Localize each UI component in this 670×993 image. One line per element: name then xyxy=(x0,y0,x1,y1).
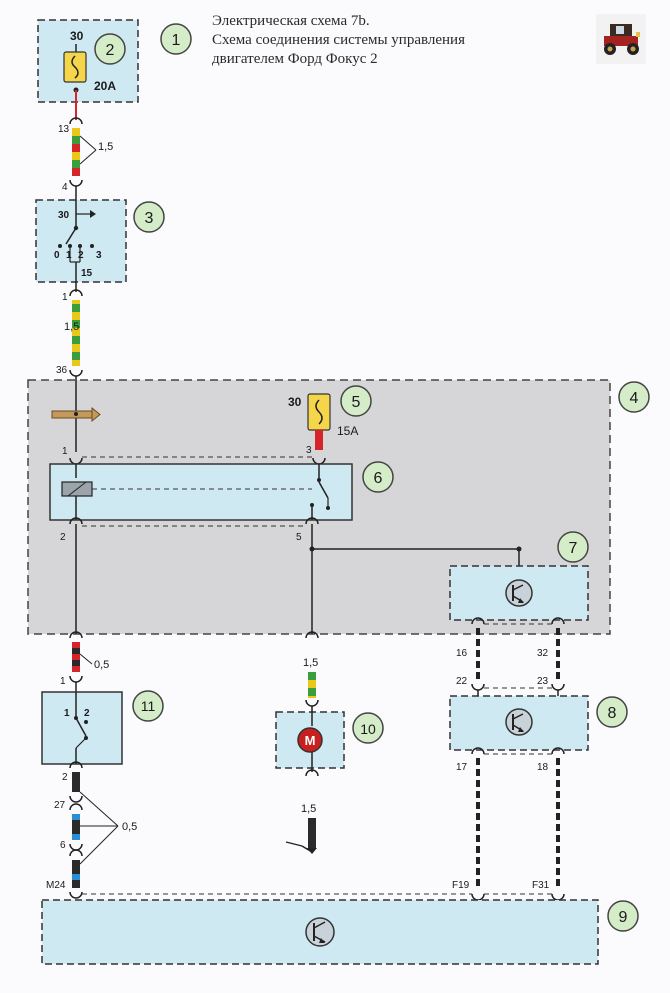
svg-text:10: 10 xyxy=(360,721,376,737)
pin-32: 32 xyxy=(537,648,549,659)
callout-7: 7 xyxy=(557,531,589,563)
ignition-terminal-in: 30 xyxy=(58,210,70,221)
fuse-box xyxy=(37,19,139,103)
pin-36: 36 xyxy=(56,365,68,376)
svg-text:1: 1 xyxy=(172,32,181,49)
pin-3: 3 xyxy=(306,445,312,456)
ignition-pos-0: 0 xyxy=(54,250,60,261)
pin-16: 16 xyxy=(456,648,468,659)
svg-text:3: 3 xyxy=(145,210,154,227)
callout-1: 1 xyxy=(160,23,192,55)
pin-5-relay: 5 xyxy=(296,532,302,543)
callout-10: 10 xyxy=(352,712,384,744)
fuse-terminal-label: 30 xyxy=(70,29,84,43)
pin-M24: M24 xyxy=(46,880,66,891)
title-line-1: Электрическая схема 7b. xyxy=(212,13,370,29)
callout-2: 2 xyxy=(94,33,126,65)
motor-label: M xyxy=(305,733,316,748)
wire-fuse5 xyxy=(315,430,323,450)
fuse-rating-label: 20A xyxy=(94,79,116,93)
svg-text:11: 11 xyxy=(141,698,156,714)
motor-icon xyxy=(297,727,323,753)
ignition-terminal-out: 15 xyxy=(81,268,93,279)
pin-6: 6 xyxy=(60,840,66,851)
switch11-pos-1: 1 xyxy=(64,708,70,719)
transistor-icon-8 xyxy=(505,708,533,736)
pin-1-switch11: 1 xyxy=(60,676,66,687)
pin-22: 22 xyxy=(456,676,468,687)
pin-4: 4 xyxy=(62,182,68,193)
wire-size-motor-in: 1,5 xyxy=(303,657,318,669)
wire-to-motor xyxy=(308,672,316,698)
pin-27: 27 xyxy=(54,800,66,811)
fuse5-terminal: 30 xyxy=(288,395,302,409)
callout-3: 3 xyxy=(133,201,165,233)
diagram-title: Электрическая схема 7b. Схема соединения… xyxy=(212,12,542,69)
pin-13: 13 xyxy=(58,124,70,135)
wire-fuse-to-switch xyxy=(72,128,80,176)
wire-left-upper xyxy=(72,642,80,672)
svg-text:7: 7 xyxy=(569,540,578,557)
motor-box xyxy=(275,711,345,769)
pin-17: 17 xyxy=(456,762,468,773)
wire-switch-to-ecu xyxy=(72,300,80,366)
pin-1-switch: 1 xyxy=(62,292,68,303)
title-line-2: Схема соединения системы управления xyxy=(212,32,465,48)
pin-F19: F19 xyxy=(452,880,470,891)
fuse5-rating: 15A xyxy=(337,424,358,438)
ignition-pos-1: 1 xyxy=(66,250,72,261)
pin-23: 23 xyxy=(537,676,549,687)
switch11-pos-2: 2 xyxy=(84,708,90,719)
svg-text:4: 4 xyxy=(630,390,639,407)
wire-size-motor-out: 1,5 xyxy=(301,803,316,815)
ecu-arrow-icon xyxy=(51,410,93,419)
pin-2-relay: 2 xyxy=(60,532,66,543)
callout-8: 8 xyxy=(596,696,628,728)
pin-1-relay: 1 xyxy=(62,446,68,457)
callout-9: 9 xyxy=(607,900,639,932)
svg-text:6: 6 xyxy=(374,470,383,487)
wire-size-left-upper: 0,5 xyxy=(94,659,109,671)
transistor-icon-7 xyxy=(505,579,533,607)
svg-text:9: 9 xyxy=(619,909,628,926)
wire-left-lower xyxy=(72,814,80,840)
svg-text:2: 2 xyxy=(106,42,115,59)
pin-2-switch11: 2 xyxy=(62,772,68,783)
callout-5: 5 xyxy=(340,385,372,417)
callout-4: 4 xyxy=(618,381,650,413)
wire-size-top: 1,5 xyxy=(98,141,113,153)
pin-18: 18 xyxy=(537,762,549,773)
svg-text:5: 5 xyxy=(352,394,361,411)
pin-F31: F31 xyxy=(532,880,550,891)
wire-motor-ground xyxy=(308,818,316,848)
wire-size-left-lower: 0,5 xyxy=(122,821,137,833)
wire-size-mid: 1,5 xyxy=(64,321,79,333)
callout-11: 11 xyxy=(132,690,164,722)
svg-text:8: 8 xyxy=(608,705,617,722)
callout-6: 6 xyxy=(362,461,394,493)
transistor-icon-9 xyxy=(305,917,335,947)
title-line-3: двигателем Форд Фокус 2 xyxy=(212,51,378,67)
ignition-pos-2: 2 xyxy=(78,250,84,261)
ignition-pos-3: 3 xyxy=(96,250,102,261)
relay-box xyxy=(49,463,353,521)
vintage-car-icon xyxy=(596,14,646,64)
